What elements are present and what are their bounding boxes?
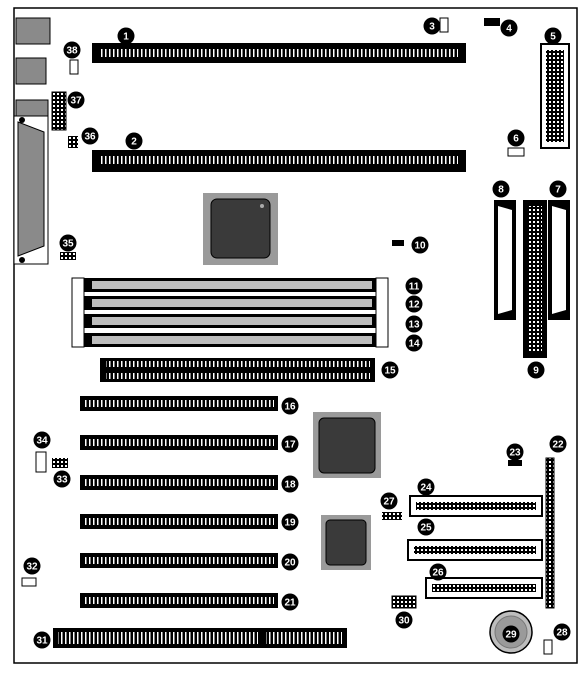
callout-30-circle bbox=[395, 611, 413, 629]
callout-28-circle bbox=[553, 623, 571, 641]
slot-2 bbox=[92, 150, 466, 172]
connector-8 bbox=[494, 200, 516, 320]
callout-25-circle bbox=[417, 518, 435, 536]
callout-15-label: 15 bbox=[384, 366, 396, 377]
callout-12-circle bbox=[405, 295, 423, 313]
callout-22-circle bbox=[549, 435, 567, 453]
callout-15-circle bbox=[381, 361, 399, 379]
callout-21-circle bbox=[281, 593, 299, 611]
callout-5-label: 5 bbox=[550, 32, 556, 43]
callout-22-label: 22 bbox=[552, 440, 564, 451]
north-bridge-chip bbox=[313, 412, 381, 478]
callout-6-label: 6 bbox=[513, 134, 519, 145]
callout-34-label: 34 bbox=[36, 436, 48, 447]
callout-23-label: 23 bbox=[509, 448, 521, 459]
callout-31-circle bbox=[33, 631, 51, 649]
isa-slot bbox=[53, 628, 347, 648]
callout-29-circle bbox=[502, 625, 520, 643]
callout-13-label: 13 bbox=[408, 320, 420, 331]
callout-27-circle bbox=[380, 492, 398, 510]
callout-10-circle bbox=[411, 236, 429, 254]
callout-27-label: 27 bbox=[383, 497, 395, 508]
callout-8-label: 8 bbox=[498, 185, 504, 196]
callout-38-label: 38 bbox=[66, 46, 78, 57]
callout-19-label: 19 bbox=[284, 518, 296, 529]
callout-37-circle bbox=[67, 91, 85, 109]
connector-9 bbox=[523, 200, 547, 358]
callout-32-label: 32 bbox=[26, 562, 38, 573]
callout-4-circle bbox=[500, 19, 518, 37]
callout-29-label: 29 bbox=[505, 630, 517, 641]
callout-30-label: 30 bbox=[398, 616, 410, 627]
callout-36-circle bbox=[81, 127, 99, 145]
callout-20-label: 20 bbox=[284, 558, 296, 569]
callout-26-circle bbox=[429, 563, 447, 581]
callout-18-circle bbox=[281, 475, 299, 493]
callout-36-label: 36 bbox=[84, 132, 96, 143]
ide-connectors bbox=[407, 495, 543, 599]
callout-10-label: 10 bbox=[414, 241, 426, 252]
callout-6-circle bbox=[507, 129, 525, 147]
callout-35-circle bbox=[59, 234, 77, 252]
memory-slots bbox=[71, 277, 389, 348]
callout-9-label: 9 bbox=[533, 366, 539, 377]
callout-33-label: 33 bbox=[56, 475, 68, 486]
callout-16-circle bbox=[281, 397, 299, 415]
callout-11-circle bbox=[405, 277, 423, 295]
callout-8-circle bbox=[492, 180, 510, 198]
callout-17-label: 17 bbox=[284, 440, 296, 451]
pin-header-22 bbox=[545, 457, 555, 609]
callout-33-circle bbox=[53, 470, 71, 488]
callout-1-label: 1 bbox=[123, 32, 129, 43]
power-connector bbox=[540, 43, 570, 149]
callout-32-circle bbox=[23, 557, 41, 575]
callout-13-circle bbox=[405, 315, 423, 333]
callout-3-label: 3 bbox=[429, 22, 435, 33]
slot-1 bbox=[92, 43, 466, 63]
callout-18-label: 18 bbox=[284, 480, 296, 491]
callout-9-circle bbox=[527, 361, 545, 379]
callout-17-circle bbox=[281, 435, 299, 453]
connector-7 bbox=[548, 200, 570, 320]
callout-14-circle bbox=[405, 334, 423, 352]
callout-1-circle bbox=[117, 27, 135, 45]
south-bridge-chip bbox=[321, 515, 371, 570]
callout-28-label: 28 bbox=[556, 628, 568, 639]
callout-34-circle bbox=[33, 431, 51, 449]
callout-20-circle bbox=[281, 553, 299, 571]
callout-4-label: 4 bbox=[506, 24, 512, 35]
small-headers bbox=[21, 17, 553, 655]
callout-35-label: 35 bbox=[62, 239, 74, 250]
callout-12-label: 12 bbox=[408, 300, 420, 311]
agp-slot bbox=[100, 358, 375, 382]
callout-2-label: 2 bbox=[131, 137, 137, 148]
callout-11-label: 11 bbox=[409, 282, 420, 293]
callout-26-label: 26 bbox=[432, 568, 444, 579]
callout-5-circle bbox=[544, 27, 562, 45]
callout-3-circle bbox=[423, 17, 441, 35]
callout-7-circle bbox=[549, 180, 567, 198]
callout-31-label: 31 bbox=[36, 636, 48, 647]
callout-37-label: 37 bbox=[70, 96, 82, 107]
callout-19-circle bbox=[281, 513, 299, 531]
callout-23-circle bbox=[506, 443, 524, 461]
callout-16-label: 16 bbox=[284, 402, 296, 413]
callout-25-label: 25 bbox=[420, 523, 432, 534]
rear-io-ports bbox=[13, 17, 51, 265]
callout-7-label: 7 bbox=[555, 185, 561, 196]
callout-24-label: 24 bbox=[420, 483, 432, 494]
callout-24-circle bbox=[417, 478, 435, 496]
callout-2-circle bbox=[125, 132, 143, 150]
callout-21-label: 21 bbox=[284, 598, 296, 609]
cpu-chip bbox=[203, 193, 278, 265]
callout-38-circle bbox=[63, 41, 81, 59]
pci-slots bbox=[80, 396, 278, 608]
callout-14-label: 14 bbox=[408, 339, 420, 350]
